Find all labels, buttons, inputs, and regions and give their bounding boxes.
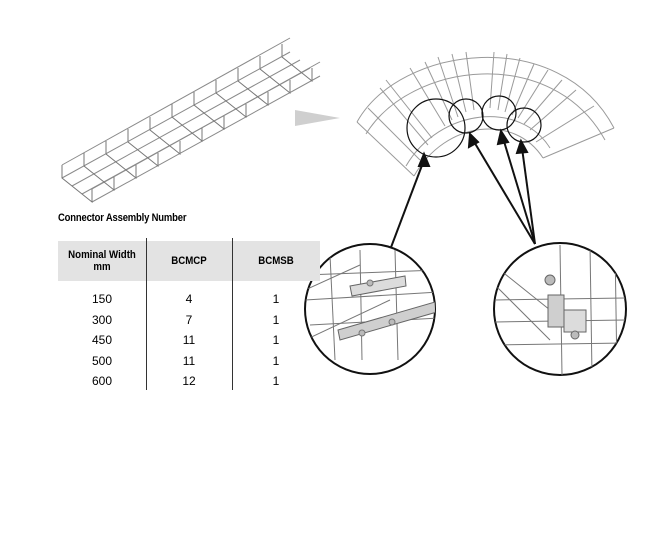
cell-bcmsb: 1 (272, 353, 280, 368)
connector-plate-detail-icon (304, 243, 436, 375)
cell-width: 600 (91, 374, 113, 389)
cell-bcmsb: 1 (272, 312, 280, 327)
header-bcmsb: BCMSB (258, 255, 294, 267)
splice-bolt-detail-icon (493, 242, 627, 376)
cell-width: 450 (91, 333, 113, 348)
wire-mesh-tray-icon (61, 37, 321, 204)
callout-circle-2 (448, 98, 484, 134)
table-row: 450 11 1 (58, 330, 320, 351)
curved-tray-bend-icon (356, 51, 615, 177)
table-row: 300 7 1 (58, 310, 320, 331)
callout-circle-large (406, 98, 466, 158)
cell-bcmsb: 1 (272, 333, 280, 348)
column-divider (232, 238, 233, 390)
section-title: Connector Assembly Number (58, 212, 187, 224)
table-header: Nominal Width mm BCMCP BCMSB (58, 241, 320, 281)
cell-bcmcp: 7 (185, 312, 193, 327)
table-row: 150 4 1 (58, 289, 320, 310)
cell-bcmcp: 11 (182, 353, 196, 368)
cell-width: 500 (91, 353, 113, 368)
table-body: 150 4 1 300 7 1 450 11 1 500 11 1 600 12… (58, 281, 320, 392)
cell-bcmsb: 1 (272, 374, 280, 389)
cell-bcmsb: 1 (272, 292, 280, 307)
header-bcmcp: BCMCP (171, 255, 207, 267)
callout-circle-3 (481, 95, 517, 131)
column-divider (146, 238, 147, 390)
cell-width: 300 (91, 312, 113, 327)
grey-arrow-right-icon (295, 110, 340, 126)
header-nominal-width: Nominal Width mm (68, 249, 136, 273)
table-row: 600 12 1 (58, 371, 320, 392)
cell-bcmcp: 12 (182, 374, 196, 389)
cell-bcmcp: 11 (182, 333, 196, 348)
cell-bcmcp: 4 (185, 292, 193, 307)
cell-width: 150 (91, 292, 113, 307)
table-row: 500 11 1 (58, 351, 320, 372)
connector-table: Nominal Width mm BCMCP BCMSB 150 4 1 300… (58, 241, 320, 392)
callout-circle-4 (506, 107, 542, 143)
